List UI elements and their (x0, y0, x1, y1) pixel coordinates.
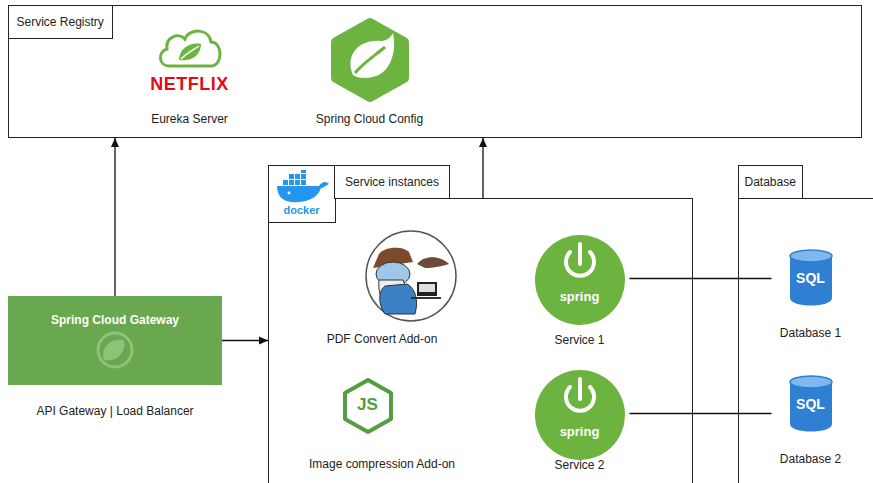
logo-icon (273, 170, 331, 208)
logo-icon (327, 17, 413, 103)
pdf-addon: PDF Convert Add-on (285, 228, 480, 348)
image-addon: JS Image compression Add-on (285, 372, 480, 474)
logo-icon (155, 22, 225, 72)
connector (114, 138, 115, 296)
logo-icon (363, 228, 459, 324)
logo-icon (90, 330, 140, 370)
frame-heading: Service Registry (8, 5, 113, 39)
logo-icon (363, 228, 459, 328)
frame-heading: Service instances (334, 165, 450, 199)
logo-text: spring (530, 424, 630, 439)
spring-service: springService 1 (530, 233, 630, 349)
node-caption: Image compression Add-on (285, 457, 480, 472)
logo-icon (155, 22, 225, 76)
node-heading: Spring Cloud Gateway (8, 313, 222, 328)
node-caption: API Gateway | Load Balancer (8, 404, 222, 419)
logo-icon (90, 330, 140, 374)
connector (630, 278, 772, 279)
logo-text: JS (342, 395, 394, 415)
logo-text: spring (530, 289, 630, 304)
sql-database: SQL Database 2 (772, 374, 850, 471)
database-frame: DatabaseSQLDatabase 1SQLDatabase 2 (738, 198, 873, 483)
node-caption: PDF Convert Add-on (285, 332, 480, 347)
registry-frame: Service RegistryNETFLIX Eureka Server Spri… (8, 5, 862, 138)
logo-icon (534, 369, 626, 465)
logo-text: SQL (772, 396, 850, 412)
node-caption: Eureka Server (140, 112, 240, 127)
frame-heading: Database (738, 165, 803, 199)
logo-icon (534, 234, 626, 326)
connector (482, 138, 483, 198)
gateway-box: Spring Cloud GatewayAPI Gateway | Load B… (8, 296, 222, 385)
logo-icon (273, 170, 331, 204)
node-caption: Service 1 (530, 333, 630, 348)
eureka-server: NETFLIX Eureka Server (140, 22, 240, 130)
spring-cloud-config: Spring Cloud Config (300, 15, 440, 130)
connector (222, 340, 268, 341)
node-caption: Spring Cloud Config (300, 112, 440, 127)
logo-icon (534, 369, 626, 461)
node-caption: Service 2 (530, 458, 630, 473)
logo-icon (534, 234, 626, 330)
logo-text: SQL (772, 270, 850, 286)
frame-tab: docker (268, 165, 336, 223)
service-instances-frame: dockerService instancesPDF Convert Add-o… (268, 198, 693, 483)
logo-text: docker (269, 204, 335, 217)
node-caption: Database 1 (772, 326, 850, 341)
logo-text: NETFLIX (140, 74, 240, 94)
node-caption: Database 2 (772, 452, 850, 467)
spring-service: springService 2 (530, 368, 630, 474)
sql-database: SQL Database 1 (772, 248, 850, 345)
connector (630, 413, 772, 414)
logo-icon (327, 17, 413, 107)
